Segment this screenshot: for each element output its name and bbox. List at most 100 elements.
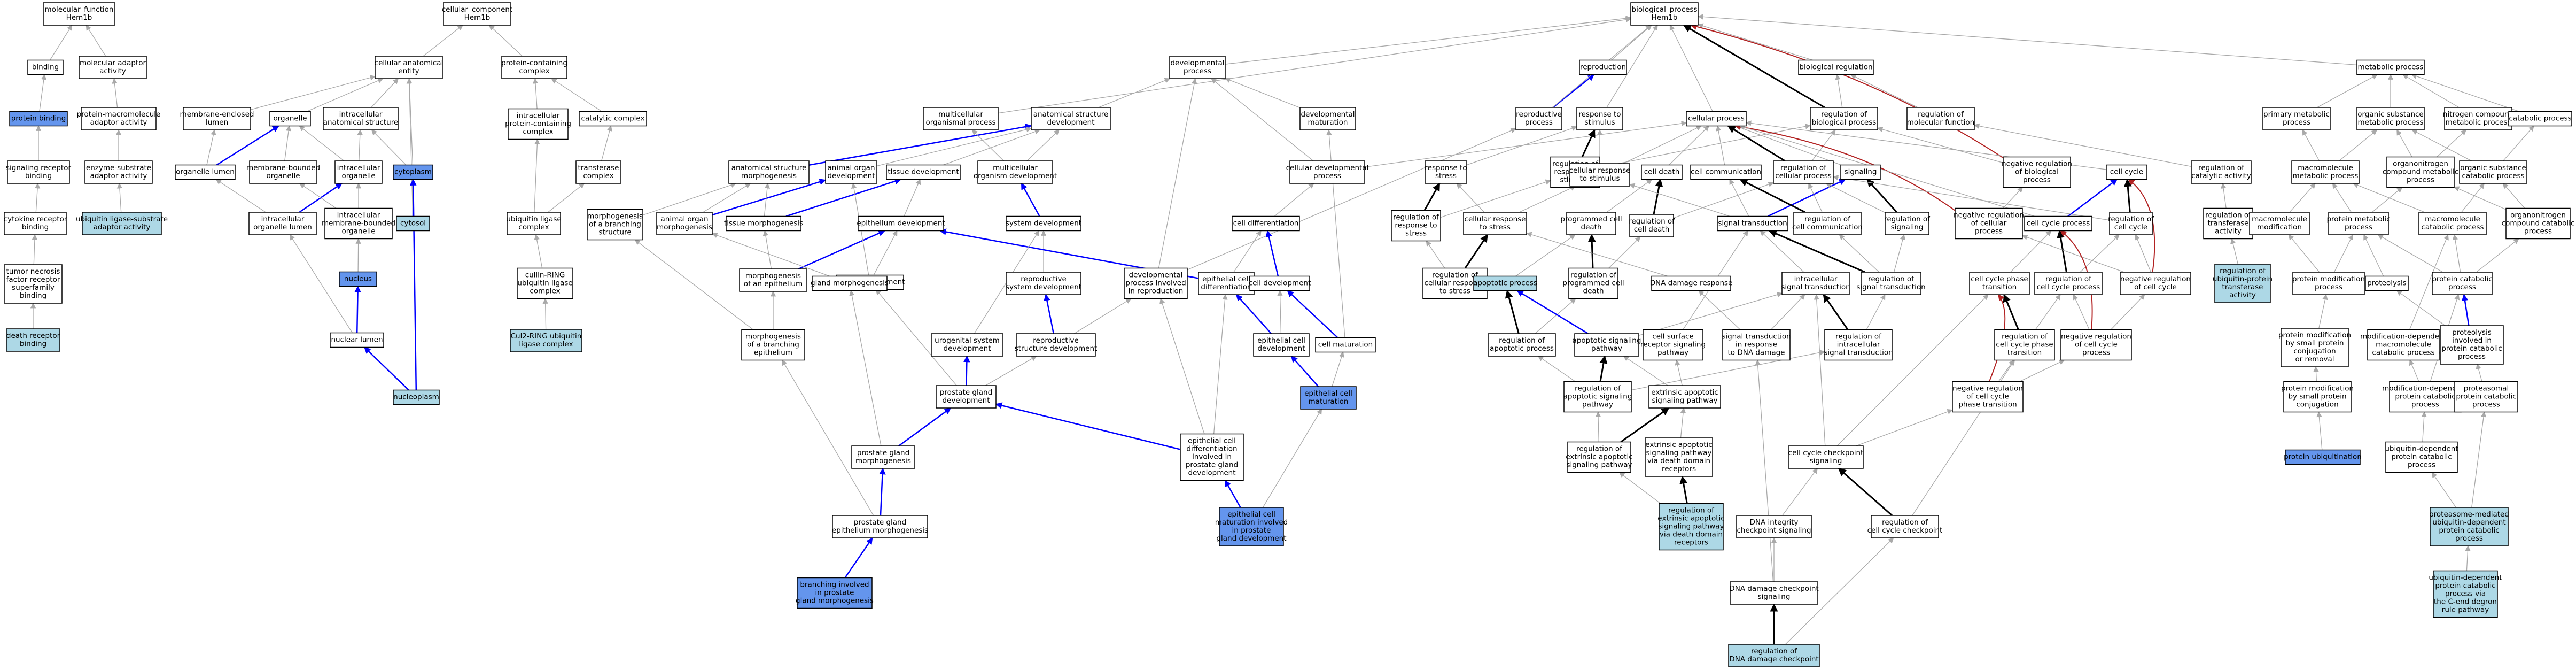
term-label-line: regulation of: [1499, 336, 1545, 345]
term-label-line: complex: [518, 223, 549, 232]
edge-is-a: [1825, 183, 1886, 213]
term-box: [4, 212, 67, 235]
term-box: [1645, 437, 1713, 477]
term-label-line: development: [1188, 469, 1235, 478]
edge-part-of: [1235, 294, 1272, 334]
edge-is-a: [1680, 407, 1686, 438]
edge-negatively-regulates: [1690, 23, 2004, 159]
edge-is-a: [215, 179, 266, 213]
term-box: [1651, 275, 1731, 291]
term-label-line: cullin-RING: [525, 271, 565, 280]
edge-is-a: [2353, 182, 2425, 213]
term-box: [1730, 581, 1818, 605]
term-box: [2106, 164, 2147, 180]
term-label-line: reproductive: [1516, 110, 1562, 119]
term-node-cellcomm: cell communication: [1690, 164, 1762, 180]
edge-is-a: [2502, 183, 2525, 209]
edge-is-a: [2471, 411, 2487, 508]
edge-is-a: [1673, 181, 1774, 219]
edge-is-a: [943, 129, 1041, 166]
term-label-line: organelle: [341, 172, 375, 180]
term-label-line: of biological: [2015, 168, 2059, 176]
term-label-line: organismal process: [925, 118, 995, 127]
term-box: [324, 207, 393, 240]
edge-is-a: [2111, 294, 2145, 330]
edge-is-a: [2317, 74, 2378, 108]
term-label-line: cell cycle phase: [1996, 341, 2053, 349]
term-box: [2034, 272, 2103, 295]
term-box: [2191, 160, 2252, 184]
edge-negatively-regulates: [1989, 294, 2006, 382]
term-label-line: cellular response: [1569, 166, 1631, 175]
edge-is-a: [112, 78, 118, 108]
term-box: [1969, 272, 2030, 295]
term-label-line: process: [2411, 401, 2439, 409]
term-label-line: binding: [20, 291, 46, 300]
edge-is-a: [371, 78, 399, 108]
term-label-line: to stress: [1439, 287, 1470, 296]
term-node-cellcycle: cell cycle: [2106, 164, 2147, 180]
edge-is-a: [1274, 183, 1314, 217]
term-label-line: process: [2407, 176, 2434, 184]
term-label-line: receptors: [1662, 465, 1696, 473]
term-node-sysdev: system development: [1006, 215, 1081, 232]
edge-is-a: [1629, 183, 1730, 217]
term-label-line: process: [2315, 283, 2342, 291]
term-box: [375, 56, 443, 79]
edge-is-a: [2035, 294, 2061, 330]
edge-is-a: [2396, 290, 2446, 326]
edge-is-a: [1755, 359, 1774, 582]
term-box: [2003, 156, 2071, 188]
term-box: [2430, 507, 2509, 546]
term-label-line: transferase: [578, 164, 619, 172]
term-box: [1773, 160, 1834, 184]
edge-is-a: [1808, 183, 1823, 213]
term-label-line: cellular process: [1775, 172, 1832, 180]
term-box: [1871, 515, 1939, 538]
edge-part-of: [712, 179, 827, 216]
term-box: [7, 160, 70, 184]
term-label-line: of cell cycle: [1966, 392, 2009, 401]
term-label-line: receptors: [1674, 538, 1708, 547]
term-node-org_lumen: organelle lumen: [175, 164, 236, 180]
term-box: [2454, 381, 2518, 413]
term-label-line: of cell cycle: [2134, 283, 2177, 291]
term-box: [797, 577, 873, 609]
term-label-line: signal transduction: [1824, 349, 1893, 357]
term-node-catc: catalytic complex: [579, 111, 647, 127]
term-label-line: differentiation: [1186, 445, 1237, 453]
term-label-line: complex: [583, 172, 613, 180]
term-label-line: epithelial cell: [1304, 389, 1352, 398]
term-label-line: membrane-bounded: [322, 219, 395, 228]
term-label-line: macromolecule: [2376, 341, 2431, 349]
term-label-line: via death domain: [1647, 457, 1710, 465]
edge-is-a: [1440, 179, 1551, 218]
edge-negatively-regulates: [2060, 230, 2093, 330]
term-label-line: complex: [519, 67, 549, 75]
term-node-nucleoplasm: nucleoplasm: [393, 389, 440, 405]
term-label-line: compound catabolic: [2502, 219, 2575, 228]
term-label-line: to stress: [1480, 223, 1511, 232]
edge-is-a: [1262, 409, 1322, 508]
term-box: [81, 107, 157, 130]
term-label-line: process: [2408, 461, 2435, 469]
term-label-line: adaptor activity: [94, 223, 151, 232]
term-label-line: response to: [1578, 110, 1621, 119]
term-node-signaling: signaling: [1840, 164, 1881, 180]
term-label-line: development: [827, 172, 875, 180]
term-label-line: binding: [25, 172, 52, 180]
term-label-line: signal transduction: [1781, 283, 1850, 291]
edge-is-a: [2377, 234, 2443, 273]
edge-is-a: [1225, 78, 1301, 109]
